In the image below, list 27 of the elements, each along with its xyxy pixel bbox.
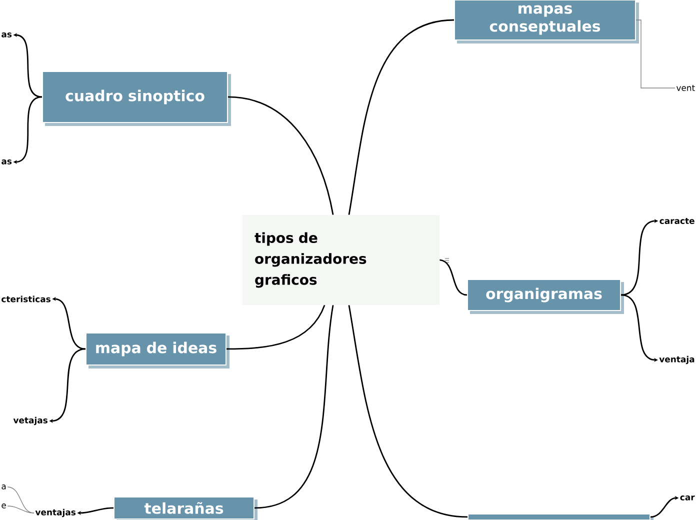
topic-box: mapa de ideas bbox=[86, 332, 230, 368]
connector bbox=[636, 20, 676, 88]
connector bbox=[348, 19, 454, 215]
connector bbox=[440, 259, 468, 296]
topic-box: mapas conseptuales bbox=[454, 0, 639, 44]
central-topic-box: tipos de organizadores graficos bbox=[242, 214, 440, 305]
subtopic-label: caracte bbox=[660, 218, 694, 224]
connector bbox=[7, 486, 34, 514]
subtopic-label: vent bbox=[676, 84, 695, 92]
subtopic-label: car bbox=[680, 496, 695, 500]
topic-box: telarañas bbox=[114, 496, 258, 520]
connector bbox=[228, 96, 334, 215]
topic-box: organigramas bbox=[467, 278, 624, 314]
subtopic-label: cteristicas bbox=[2, 296, 50, 302]
topic-box bbox=[468, 513, 654, 520]
subtopic-label: as bbox=[2, 32, 12, 38]
subtopic-label: as bbox=[2, 160, 12, 164]
connector bbox=[7, 506, 34, 514]
subtopic-label: ventaja bbox=[659, 356, 694, 364]
connector bbox=[226, 304, 326, 350]
connector bbox=[348, 305, 468, 518]
subtopic-label: e bbox=[2, 504, 6, 508]
topic-box: cuadro sinoptico bbox=[42, 70, 231, 126]
connector bbox=[254, 305, 334, 509]
subtopic-label: ventajas bbox=[35, 508, 76, 518]
subtopic-label: a bbox=[2, 484, 6, 490]
subtopic-label: vetajas bbox=[13, 416, 48, 426]
